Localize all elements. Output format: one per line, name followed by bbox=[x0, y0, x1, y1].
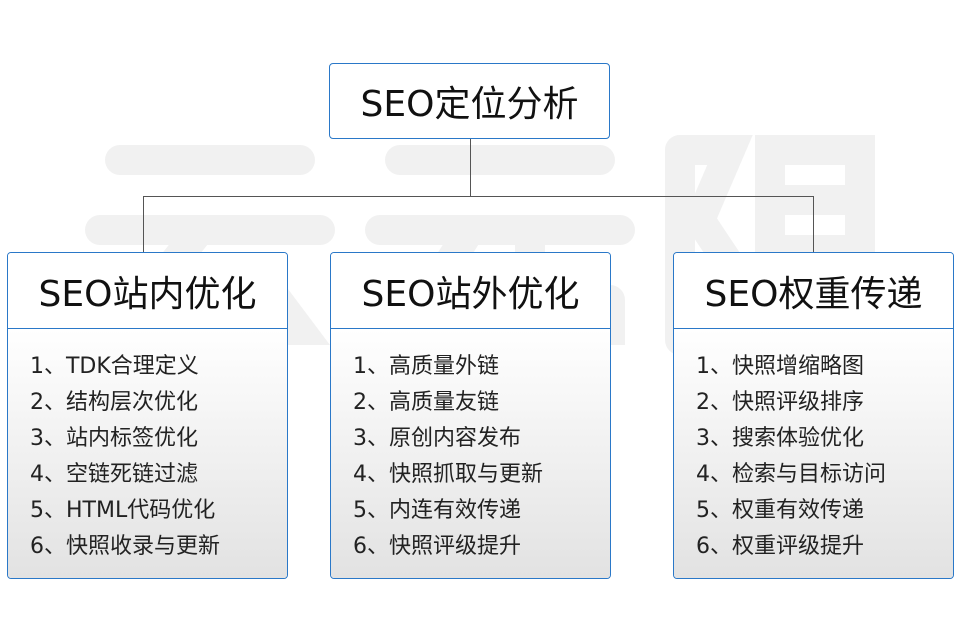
list-item: 3、原创内容发布 bbox=[353, 426, 521, 451]
node-title: SEO站内优化 bbox=[8, 253, 287, 329]
list-item: 1、TDK合理定义 bbox=[30, 354, 199, 379]
list-item: 2、快照评级排序 bbox=[696, 390, 864, 415]
connector-root bbox=[470, 139, 471, 197]
list-item: 4、空链死链过滤 bbox=[30, 462, 198, 487]
list-item: 5、HTML代码优化 bbox=[30, 498, 216, 523]
list-item: 5、权重有效传递 bbox=[696, 498, 864, 523]
list-item: 2、高质量友链 bbox=[353, 390, 499, 415]
node-onsite: SEO站内优化 1、TDK合理定义 2、结构层次优化 3、站内标签优化 4、空链… bbox=[7, 252, 288, 579]
node-offsite: SEO站外优化 1、高质量外链 2、高质量友链 3、原创内容发布 4、快照抓取与… bbox=[330, 252, 611, 579]
list-item: 6、权重评级提升 bbox=[696, 534, 864, 559]
list-item: 6、快照评级提升 bbox=[353, 534, 521, 559]
list-item: 1、快照增缩略图 bbox=[696, 354, 864, 379]
root-title: SEO定位分析 bbox=[360, 84, 579, 125]
connector-right bbox=[813, 196, 814, 252]
list-item: 4、检索与目标访问 bbox=[696, 462, 886, 487]
list-item: 6、快照收录与更新 bbox=[30, 534, 220, 559]
node-title: SEO站外优化 bbox=[331, 253, 610, 329]
list-item: 4、快照抓取与更新 bbox=[353, 462, 543, 487]
connector-left bbox=[143, 196, 144, 252]
root-node: SEO定位分析 bbox=[329, 63, 610, 139]
list-item: 5、内连有效传递 bbox=[353, 498, 521, 523]
node-title: SEO权重传递 bbox=[674, 253, 953, 329]
node-weight: SEO权重传递 1、快照增缩略图 2、快照评级排序 3、搜索体验优化 4、检索与… bbox=[673, 252, 954, 579]
list-item: 1、高质量外链 bbox=[353, 354, 499, 379]
connector-horizontal bbox=[143, 196, 814, 197]
list-item: 3、站内标签优化 bbox=[30, 426, 198, 451]
list-item: 3、搜索体验优化 bbox=[696, 426, 864, 451]
list-item: 2、结构层次优化 bbox=[30, 390, 198, 415]
